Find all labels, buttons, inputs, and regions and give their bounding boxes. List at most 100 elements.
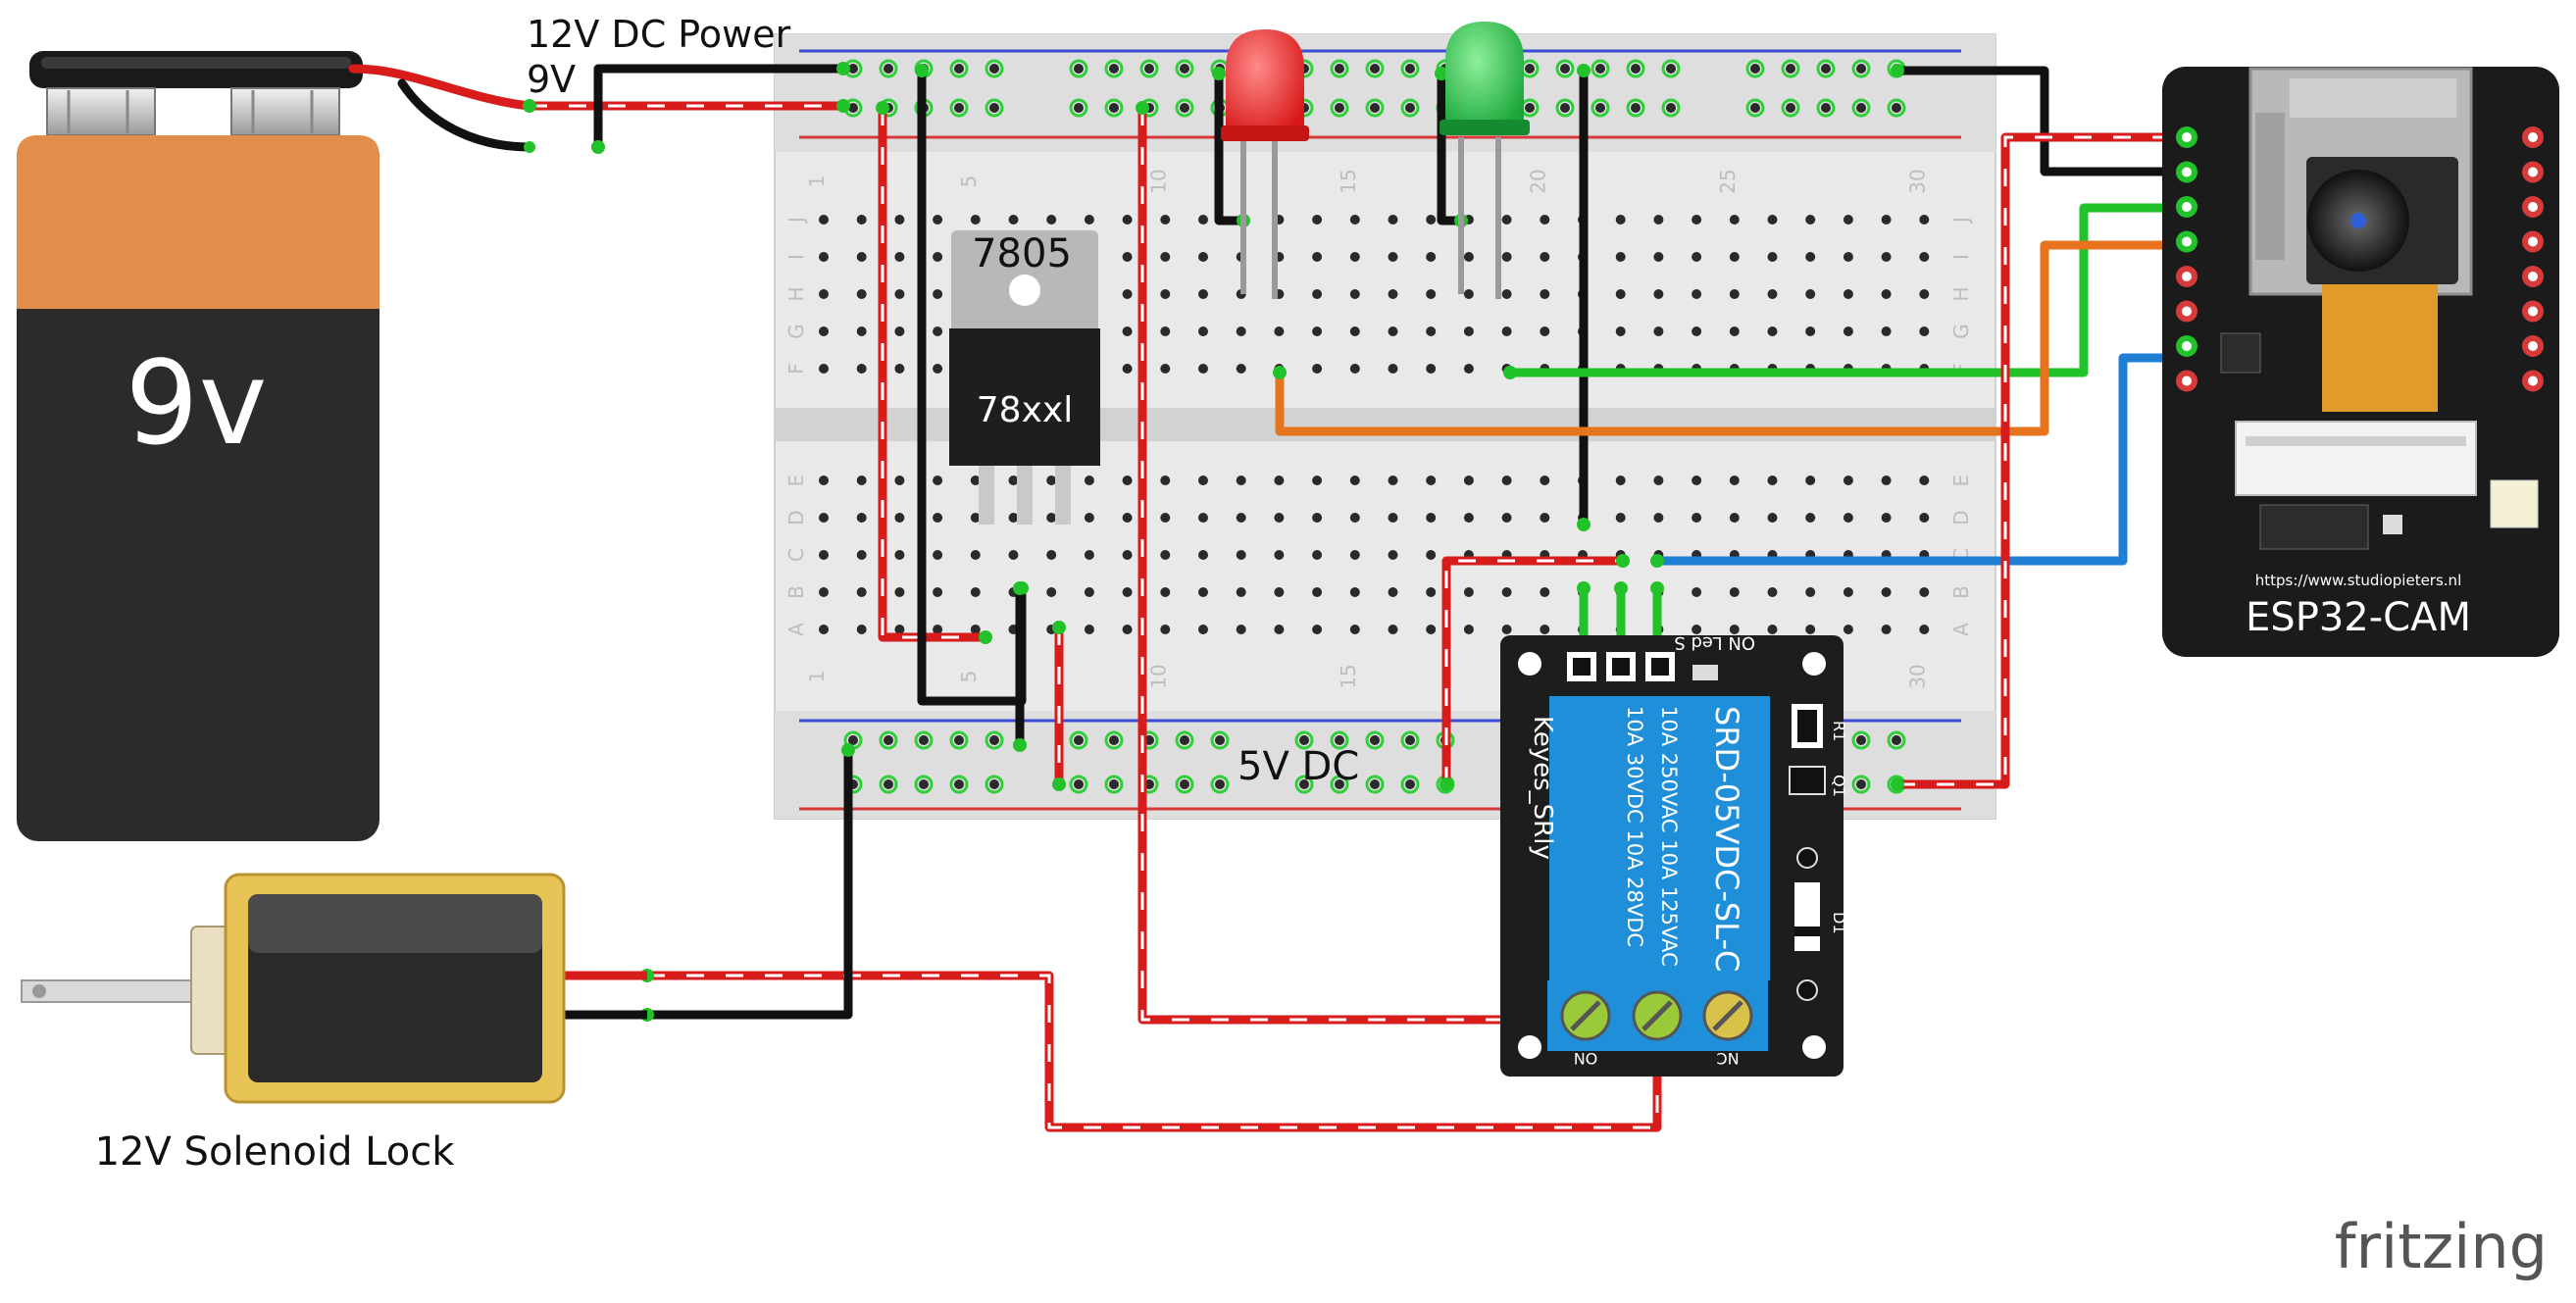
- row-letter-left: B: [784, 585, 808, 599]
- breadboard-hole: [1122, 587, 1133, 597]
- rail-hole: [954, 103, 964, 113]
- breadboard-hole: [1653, 326, 1664, 336]
- breadboard-hole: [1463, 625, 1474, 634]
- breadboard-hole: [1881, 289, 1892, 299]
- breadboard-hole: [819, 215, 829, 225]
- row-letter-right: E: [1949, 475, 1973, 487]
- rail-hole-highlight: [879, 775, 898, 794]
- rail-hole-highlight: [1104, 59, 1124, 78]
- breadboard-hole: [1160, 289, 1171, 299]
- breadboard-hole: [1349, 252, 1360, 262]
- red-led-icon: [1221, 29, 1309, 299]
- breadboard-hole: [933, 252, 943, 262]
- rail-hole: [1892, 735, 1901, 745]
- breadboard-hole: [1046, 215, 1057, 225]
- breadboard-hole: [856, 587, 867, 597]
- breadboard-hole: [1122, 289, 1133, 299]
- breadboard-hole: [1843, 215, 1853, 225]
- wire-reg-input-highlight: [881, 108, 985, 639]
- rail-hole-highlight: [1400, 59, 1420, 78]
- rail-hole: [1370, 103, 1380, 113]
- breadboard-hole: [1692, 476, 1702, 485]
- wire-relay-signal: [1652, 353, 2192, 566]
- breadboard-hole: [1692, 326, 1702, 336]
- row-letter-right: B: [1949, 585, 1973, 599]
- rail-hole-highlight: [1330, 59, 1349, 78]
- rail-hole: [1525, 64, 1535, 74]
- rail-hole-highlight: [1069, 775, 1088, 794]
- rail-hole-highlight: [1816, 59, 1836, 78]
- breadboard-hole: [1729, 513, 1740, 523]
- rail-hole: [848, 64, 858, 74]
- breadboard-hole: [894, 252, 905, 262]
- breadboard-hole: [1349, 289, 1360, 299]
- breadboard-hole: [1881, 625, 1892, 634]
- breadboard-hole: [1805, 289, 1816, 299]
- breadboard-hole: [894, 625, 905, 634]
- breadboard-hole: [894, 326, 905, 336]
- column-number-bottom: 5: [957, 671, 981, 683]
- breadboard-hole: [819, 364, 829, 374]
- breadboard-hole: [1463, 326, 1474, 336]
- breadboard-hole: [933, 326, 943, 336]
- breadboard-hole: [1312, 550, 1323, 560]
- breadboard-hole: [1122, 364, 1133, 374]
- breadboard-hole: [1008, 476, 1019, 485]
- row-letter-right: G: [1949, 324, 1973, 339]
- rail-hole: [884, 735, 893, 745]
- camera-module-icon: https://www.studiopieters.nl ESP32-CAM: [2162, 67, 2559, 657]
- breadboard-hole: [856, 289, 867, 299]
- breadboard-hole: [856, 326, 867, 336]
- breadboard-hole: [933, 476, 943, 485]
- rail-hole-highlight: [1745, 98, 1765, 118]
- wire-end: [523, 99, 536, 113]
- rail-hole-highlight: [1365, 98, 1385, 118]
- breadboard-hole: [1692, 513, 1702, 523]
- breadboard-hole: [1008, 215, 1019, 225]
- breadboard-hole: [1198, 587, 1208, 597]
- breadboard-hole: [1501, 587, 1512, 597]
- rail-hole-highlight: [1591, 59, 1610, 78]
- wire-red-led-ground: [1214, 69, 1248, 226]
- rail-hole: [1074, 103, 1084, 113]
- breadboard-hole: [1122, 550, 1133, 560]
- rail-hole: [1666, 64, 1676, 74]
- column-number-top: 15: [1337, 169, 1360, 193]
- rail-hole-highlight: [1745, 59, 1765, 78]
- rail-hole: [1299, 735, 1309, 745]
- breadboard-hole: [1843, 587, 1853, 597]
- breadboard-hole: [1540, 513, 1550, 523]
- voltage-regulator-icon: 7805 78xxl: [949, 230, 1100, 525]
- rail-hole: [1856, 735, 1866, 745]
- rail-hole: [989, 64, 999, 74]
- rail-hole: [1750, 64, 1760, 74]
- rail-hole-highlight: [1851, 98, 1871, 118]
- breadboard-hole: [933, 513, 943, 523]
- breadboard-hole: [1008, 513, 1019, 523]
- breadboard-hole: [1729, 252, 1740, 262]
- wire-end: [1440, 777, 1453, 791]
- rail-hole-highlight: [985, 98, 1004, 118]
- breadboard-hole: [1274, 625, 1285, 634]
- rail-hole: [1370, 735, 1380, 745]
- esp-pin-right-hole: [2528, 132, 2538, 142]
- breadboard-hole: [1160, 587, 1171, 597]
- wire-end: [836, 99, 850, 113]
- rail-hole: [1180, 779, 1189, 789]
- breadboard-hole: [1388, 326, 1398, 336]
- rail-hole: [1786, 64, 1795, 74]
- breadboard-hole: [1540, 625, 1550, 634]
- rail-hole: [1786, 103, 1795, 113]
- relay-header-label: ON Led S: [1674, 632, 1755, 653]
- breadboard: 115510101515202025253030JJIIHHGGFFEEDDCC…: [774, 33, 1996, 820]
- breadboard-hole: [1540, 587, 1550, 597]
- relay-rating-2: 10A 30VDC 10A 28VDC: [1623, 706, 1646, 947]
- wire-end: [1052, 621, 1066, 634]
- breadboard-hole: [1615, 289, 1626, 299]
- breadboard-hole: [1843, 513, 1853, 523]
- breadboard-hole: [1388, 289, 1398, 299]
- breadboard-hole: [1615, 476, 1626, 485]
- breadboard-hole: [933, 625, 943, 634]
- breadboard-hole: [1463, 587, 1474, 597]
- rail-hole: [1405, 103, 1415, 113]
